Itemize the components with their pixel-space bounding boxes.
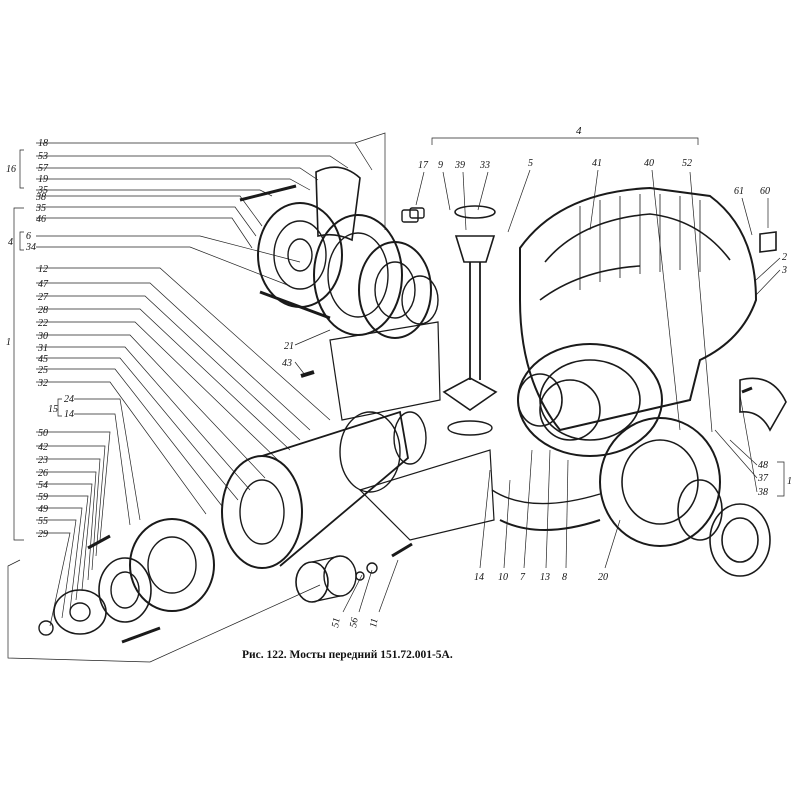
- callout-43: 43: [282, 358, 292, 369]
- callout-46: 46: [36, 214, 46, 225]
- callout-1-right: 1: [787, 476, 792, 487]
- callout-6: 6: [26, 231, 31, 242]
- callout-55: 55: [38, 516, 48, 527]
- callout-54: 54: [38, 480, 48, 491]
- callout-19: 19: [38, 174, 48, 185]
- callout-24: 24: [64, 394, 74, 405]
- callout-11: 11: [368, 617, 380, 628]
- callout-9: 9: [438, 160, 443, 171]
- callout-37: 37: [757, 473, 769, 484]
- callout-50: 50: [38, 428, 48, 439]
- callout-59: 59: [38, 492, 48, 503]
- axle-shaft-assembly: [38, 321, 495, 644]
- callout-1-left: 1: [6, 337, 11, 348]
- callout-7: 7: [520, 572, 526, 583]
- callout-45: 45: [38, 354, 48, 365]
- callout-27: 27: [38, 292, 49, 303]
- main-housing: [491, 186, 787, 577]
- callout-35: 35: [35, 203, 46, 214]
- callout-32: 32: [37, 378, 48, 389]
- callout-13: 13: [540, 572, 550, 583]
- callout-41: 41: [592, 158, 602, 169]
- callout-52: 52: [682, 158, 692, 169]
- callout-61: 61: [734, 186, 744, 197]
- callout-20: 20: [598, 572, 608, 583]
- callout-39: 39: [454, 160, 465, 171]
- callout-17: 17: [418, 160, 429, 171]
- callout-26: 26: [38, 468, 48, 479]
- callout-30: 30: [37, 331, 48, 342]
- callout-23: 23: [38, 455, 48, 466]
- callout-35-top: 35: [37, 185, 48, 196]
- callout-14: 14: [474, 572, 484, 583]
- callout-25: 25: [38, 365, 48, 376]
- callout-8: 8: [562, 572, 567, 583]
- callout-2: 2: [782, 252, 787, 263]
- callout-labels: 18 53 57 19 35 16 38 35 46 4 6 34 12 47 …: [6, 125, 792, 629]
- callout-57: 57: [38, 163, 49, 174]
- callout-4-left: 4: [8, 237, 13, 248]
- callout-29: 29: [38, 529, 48, 540]
- callout-16: 16: [6, 164, 16, 175]
- callout-3: 3: [781, 265, 787, 276]
- figure-caption: Рис. 122. Мосты передний 151.72.001-5А.: [242, 649, 453, 661]
- callout-60: 60: [760, 186, 770, 197]
- differential-center: [409, 205, 498, 436]
- callout-33: 33: [479, 160, 490, 171]
- callout-48: 48: [758, 460, 768, 471]
- callout-47: 47: [38, 279, 49, 290]
- callout-40: 40: [644, 158, 654, 169]
- callout-51: 51: [330, 617, 343, 629]
- callout-53: 53: [38, 151, 48, 162]
- leader-lines: [7, 132, 785, 663]
- callout-22: 22: [38, 318, 48, 329]
- callout-14-left: 14: [64, 409, 74, 420]
- callout-4-top: 4: [576, 125, 582, 137]
- callout-38-right: 38: [757, 487, 768, 498]
- callout-28: 28: [38, 305, 48, 316]
- callout-21: 21: [284, 341, 294, 352]
- callout-34: 34: [25, 242, 36, 253]
- hub-assembly-upper: [239, 166, 439, 378]
- callout-49: 49: [38, 504, 48, 515]
- callout-38: 38: [35, 192, 46, 203]
- callout-15: 15: [48, 404, 58, 415]
- callout-31: 31: [37, 343, 48, 354]
- callout-56: 56: [348, 617, 361, 629]
- callout-18: 18: [38, 138, 48, 149]
- callout-12: 12: [38, 264, 48, 275]
- callout-42: 42: [38, 442, 48, 453]
- callout-5: 5: [528, 158, 533, 169]
- callout-10: 10: [498, 572, 508, 583]
